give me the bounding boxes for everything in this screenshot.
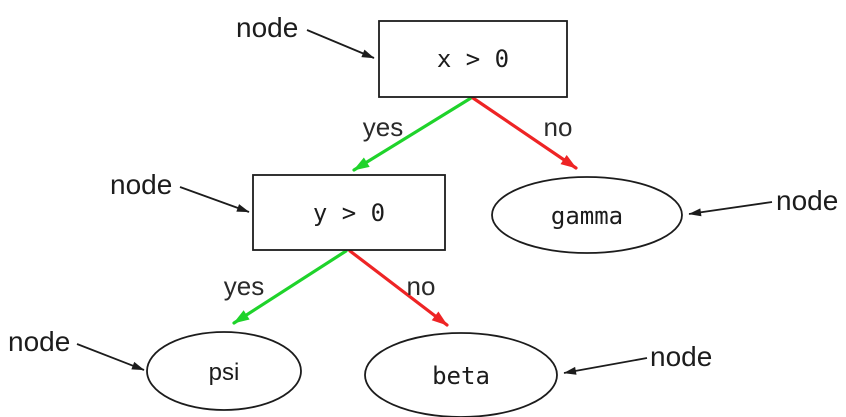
node-child-label: y > 0 [313, 199, 385, 227]
annotation-node-psi: node [8, 326, 70, 357]
node-gamma-label: gamma [551, 202, 623, 230]
node-gamma-ellipse [491, 176, 683, 254]
edge-label-yes-upper: yes [363, 112, 403, 142]
edge-label-no-lower: no [407, 271, 436, 301]
node-beta-ellipse [364, 332, 558, 417]
annotation-arrow-gamma [688, 201, 773, 217]
node-root-label: x > 0 [437, 45, 509, 73]
node-psi-ellipse [146, 331, 302, 411]
annotation-arrow-child [179, 186, 250, 213]
edge-root-gamma-no [471, 96, 578, 170]
edge-label-no-upper: no [544, 112, 573, 142]
edge-root-child-yes [352, 96, 473, 172]
annotation-node-child: node [110, 169, 172, 200]
annotation-arrow-psi [76, 343, 145, 371]
annotation-arrow-beta [563, 357, 648, 375]
annotation-node-gamma: node [776, 185, 838, 216]
edge-child-beta-no [348, 249, 449, 327]
annotation-arrow-root [306, 29, 375, 59]
annotation-node-beta: node [650, 341, 712, 372]
annotation-node-root: node [236, 12, 298, 43]
node-root-box [378, 20, 568, 98]
edge-label-yes-lower: yes [224, 271, 264, 301]
node-beta-label: beta [432, 362, 490, 390]
edge-child-psi-yes [232, 249, 348, 325]
node-child-box [252, 174, 446, 251]
node-psi-label: psi [209, 359, 240, 386]
